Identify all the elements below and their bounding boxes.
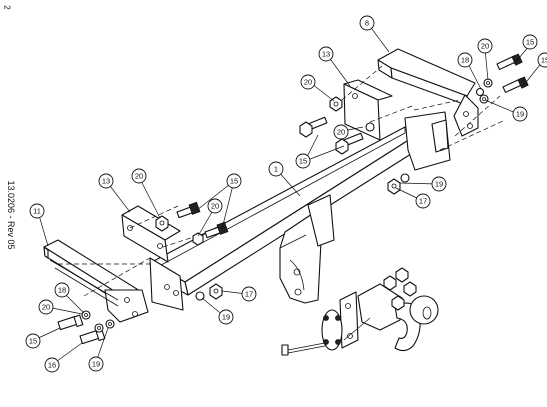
svg-text:1: 1 (274, 165, 278, 174)
svg-text:19: 19 (222, 313, 230, 322)
svg-text:16: 16 (48, 361, 56, 370)
callout-16-lower-left: 16 (44, 357, 60, 373)
callout-17-beam-right: 17 (415, 193, 431, 209)
callout-18-lower-left: 18 (54, 282, 70, 298)
callout-15-left: 15 (226, 173, 242, 189)
svg-text:15: 15 (230, 177, 238, 186)
svg-text:20: 20 (211, 202, 219, 211)
svg-text:8: 8 (365, 19, 369, 28)
svg-text:20: 20 (42, 303, 50, 312)
callout-19-lower-left: 19 (88, 356, 104, 372)
svg-text:19: 19 (92, 360, 100, 369)
svg-text:18: 18 (461, 56, 469, 65)
left-side-bracket (43, 239, 149, 323)
callout-13-left: 13 (98, 173, 114, 189)
svg-text:20: 20 (135, 172, 143, 181)
callout-19-beam-right: 19 (431, 176, 447, 192)
svg-text:20: 20 (481, 42, 489, 51)
right-side-bracket (377, 48, 479, 137)
callout-15-lower-left: 15 (25, 333, 41, 349)
callout-11: 11 (29, 203, 45, 219)
callout-15-top-right: 15 (522, 34, 538, 50)
svg-text:17: 17 (419, 197, 427, 206)
callouts: 1 8 13 20 15 18 20 15 16 19 20 15 19 17 … (25, 15, 547, 373)
svg-text:15: 15 (526, 38, 534, 47)
callout-13-right: 13 (318, 46, 334, 62)
svg-text:15: 15 (29, 337, 37, 346)
callout-20-left-mid: 20 (207, 198, 223, 214)
tow-mount-bracket (279, 194, 335, 304)
callout-20-middle: 20 (333, 124, 349, 140)
svg-text:19: 19 (435, 180, 443, 189)
svg-text:20: 20 (304, 78, 312, 87)
callout-8: 8 (359, 15, 375, 31)
callout-18-top-right: 18 (457, 52, 473, 68)
callout-20-left-top: 20 (131, 168, 147, 184)
callout-19-beam-left: 19 (218, 309, 234, 325)
bolt-middle-right (299, 116, 328, 138)
tow-ball-assembly (281, 267, 439, 356)
callout-15-edge-right: 15 (537, 52, 547, 68)
bolt-upper-right-1 (496, 53, 523, 70)
callout-20-top: 20 (300, 74, 316, 90)
alignment-lines (58, 65, 506, 297)
svg-text:19: 19 (516, 110, 524, 119)
svg-text:18: 18 (58, 286, 66, 295)
callout-20-top-right: 20 (477, 38, 493, 54)
callout-20-lower-left: 20 (38, 299, 54, 315)
bolt-left-upper-1 (176, 201, 201, 219)
svg-text:20: 20 (337, 128, 345, 137)
callout-15-middle: 15 (295, 153, 311, 169)
svg-text:15: 15 (541, 56, 547, 65)
bolt-upper-right-2 (502, 76, 529, 93)
svg-text:15: 15 (299, 157, 307, 166)
bolt-lower-left-1 (57, 314, 84, 331)
svg-text:13: 13 (102, 177, 110, 186)
callout-1: 1 (268, 161, 284, 177)
svg-text:11: 11 (33, 207, 41, 216)
svg-text:13: 13 (322, 50, 330, 59)
callout-19-right: 19 (512, 106, 528, 122)
callout-17-beam-left: 17 (241, 286, 257, 302)
svg-text:17: 17 (245, 290, 253, 299)
